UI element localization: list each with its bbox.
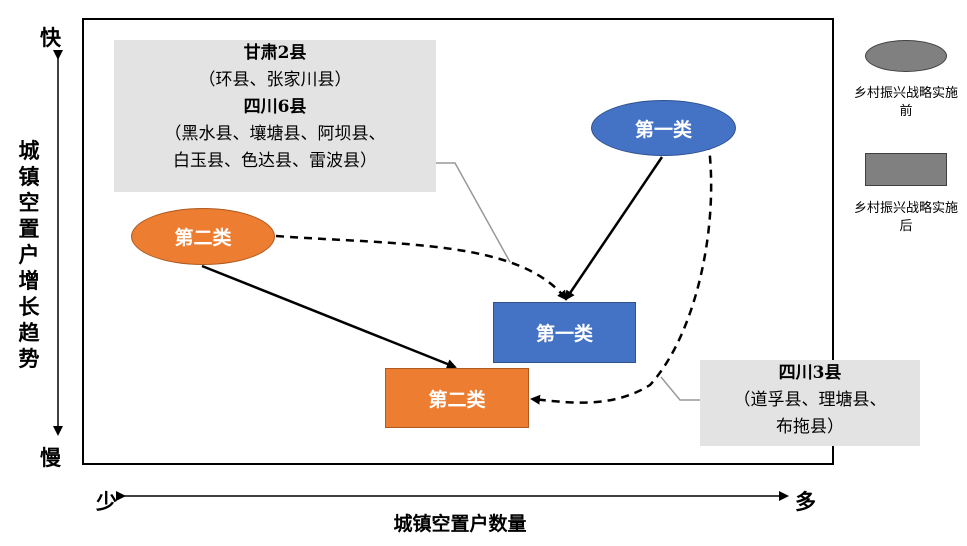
callout-bottom-line3: 布拖县） bbox=[776, 417, 844, 437]
callout-bottom: 四川3县 （道孚县、理塘县、 布拖县） bbox=[700, 360, 920, 446]
callout-bottom-line1: 四川3县 bbox=[778, 363, 842, 383]
y-axis-title: 城镇空置户增长趋势 bbox=[18, 139, 40, 371]
plot-frame bbox=[82, 18, 834, 465]
callout-bottom-leader bbox=[660, 376, 700, 401]
legend-after-swatch bbox=[865, 153, 947, 186]
x-axis-left-label: 少 bbox=[96, 490, 117, 514]
x-axis-right-label: 多 bbox=[795, 490, 816, 514]
x-axis-title: 城镇空置户数量 bbox=[393, 513, 527, 535]
callout-top-leader bbox=[436, 162, 511, 263]
arrow-class1-solid bbox=[564, 156, 664, 301]
callout-top-line2: （环县、张家川县） bbox=[198, 70, 352, 90]
callout-top: 甘肃2县 （环县、张家川县） 四川6县 （黑水县、壤塘县、阿坝县、 白玉县、色达… bbox=[114, 40, 436, 192]
callout-top-line5: 白玉县、色达县、雷波县） bbox=[173, 151, 377, 171]
callout-top-line3: 四川6县 bbox=[243, 97, 307, 117]
y-axis-top-label: 快 bbox=[40, 26, 61, 50]
arrow-class1-to-class2-dashed bbox=[530, 127, 713, 405]
y-axis-bottom-label: 慢 bbox=[40, 446, 61, 470]
node-before-class1: 第一类 bbox=[591, 100, 736, 156]
node-after-class2: 第二类 bbox=[385, 368, 529, 428]
arrow-class2-solid bbox=[201, 264, 457, 369]
node-after-class1: 第一类 bbox=[493, 302, 636, 363]
node-before-class2: 第二类 bbox=[131, 208, 275, 265]
legend-before-label: 乡村振兴战略实施前 bbox=[853, 86, 958, 119]
callout-bottom-line2: （道孚县、理塘县、 bbox=[733, 390, 887, 410]
callout-top-line4: （黑水县、壤塘县、阿坝县、 bbox=[164, 124, 386, 144]
arrow-class2-to-class1-dashed bbox=[275, 234, 568, 301]
legend-after-label: 乡村振兴战略实施后 bbox=[853, 201, 958, 234]
legend-before-swatch bbox=[865, 40, 947, 72]
callout-top-line1: 甘肃2县 bbox=[243, 43, 307, 63]
